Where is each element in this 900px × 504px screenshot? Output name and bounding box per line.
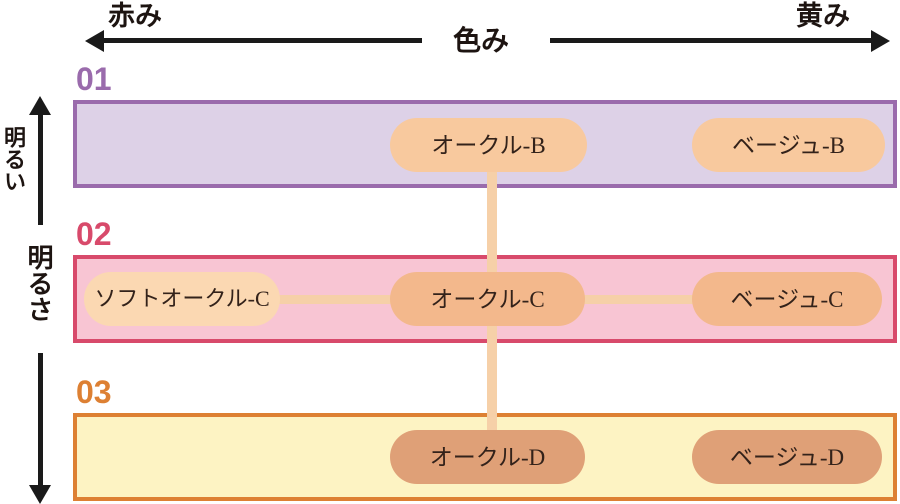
pill-beige-b: ベージュ-B [692, 118, 885, 172]
band-03-number: 03 [76, 374, 112, 410]
pill-ochre-b-label: オークル-B [431, 132, 546, 158]
arrowhead-up-icon [29, 96, 51, 115]
connector-ochre-to-beige [488, 295, 787, 304]
pill-beige-d-label: ベージュ-D [729, 444, 845, 470]
axis-right-label-yellowness: 黄み [796, 1, 850, 31]
axis-left-label-redness: 赤み [108, 1, 162, 31]
pill-soft-ochre-c: ソフトオークル-C [84, 272, 280, 326]
band-01-number: 01 [76, 61, 112, 97]
arrowhead-down-icon [29, 485, 51, 504]
connector-softochre-to-ochre [182, 295, 488, 304]
axis-shaft-up [38, 112, 43, 225]
axis-top-label-bright: 明るい [1, 126, 26, 192]
pill-beige-d: ベージュ-D [692, 430, 882, 484]
arrowhead-right-icon [871, 30, 890, 52]
pill-beige-b-label: ベージュ-B [732, 132, 845, 158]
pill-ochre-c-label: オークル-C [430, 286, 545, 312]
pill-ochre-d-label: オークル-D [429, 444, 546, 470]
axis-title-brightness: 明るさ [24, 244, 53, 322]
arrowhead-left-icon [85, 30, 104, 52]
pill-beige-c-label: ベージュ-C [730, 286, 844, 312]
pill-ochre-d: オークル-D [390, 430, 585, 484]
band-02-number: 02 [76, 216, 112, 252]
pill-ochre-b: オークル-B [390, 118, 587, 172]
axis-shaft-down [38, 353, 43, 487]
pill-beige-c: ベージュ-C [692, 272, 882, 326]
axis-title-color-tone: 色み [453, 26, 510, 57]
pill-ochre-c: オークル-C [390, 272, 585, 326]
axis-shaft-right [550, 38, 872, 43]
axis-shaft-left [100, 38, 422, 43]
pill-soft-ochre-c-label: ソフトオークル-C [94, 286, 270, 311]
